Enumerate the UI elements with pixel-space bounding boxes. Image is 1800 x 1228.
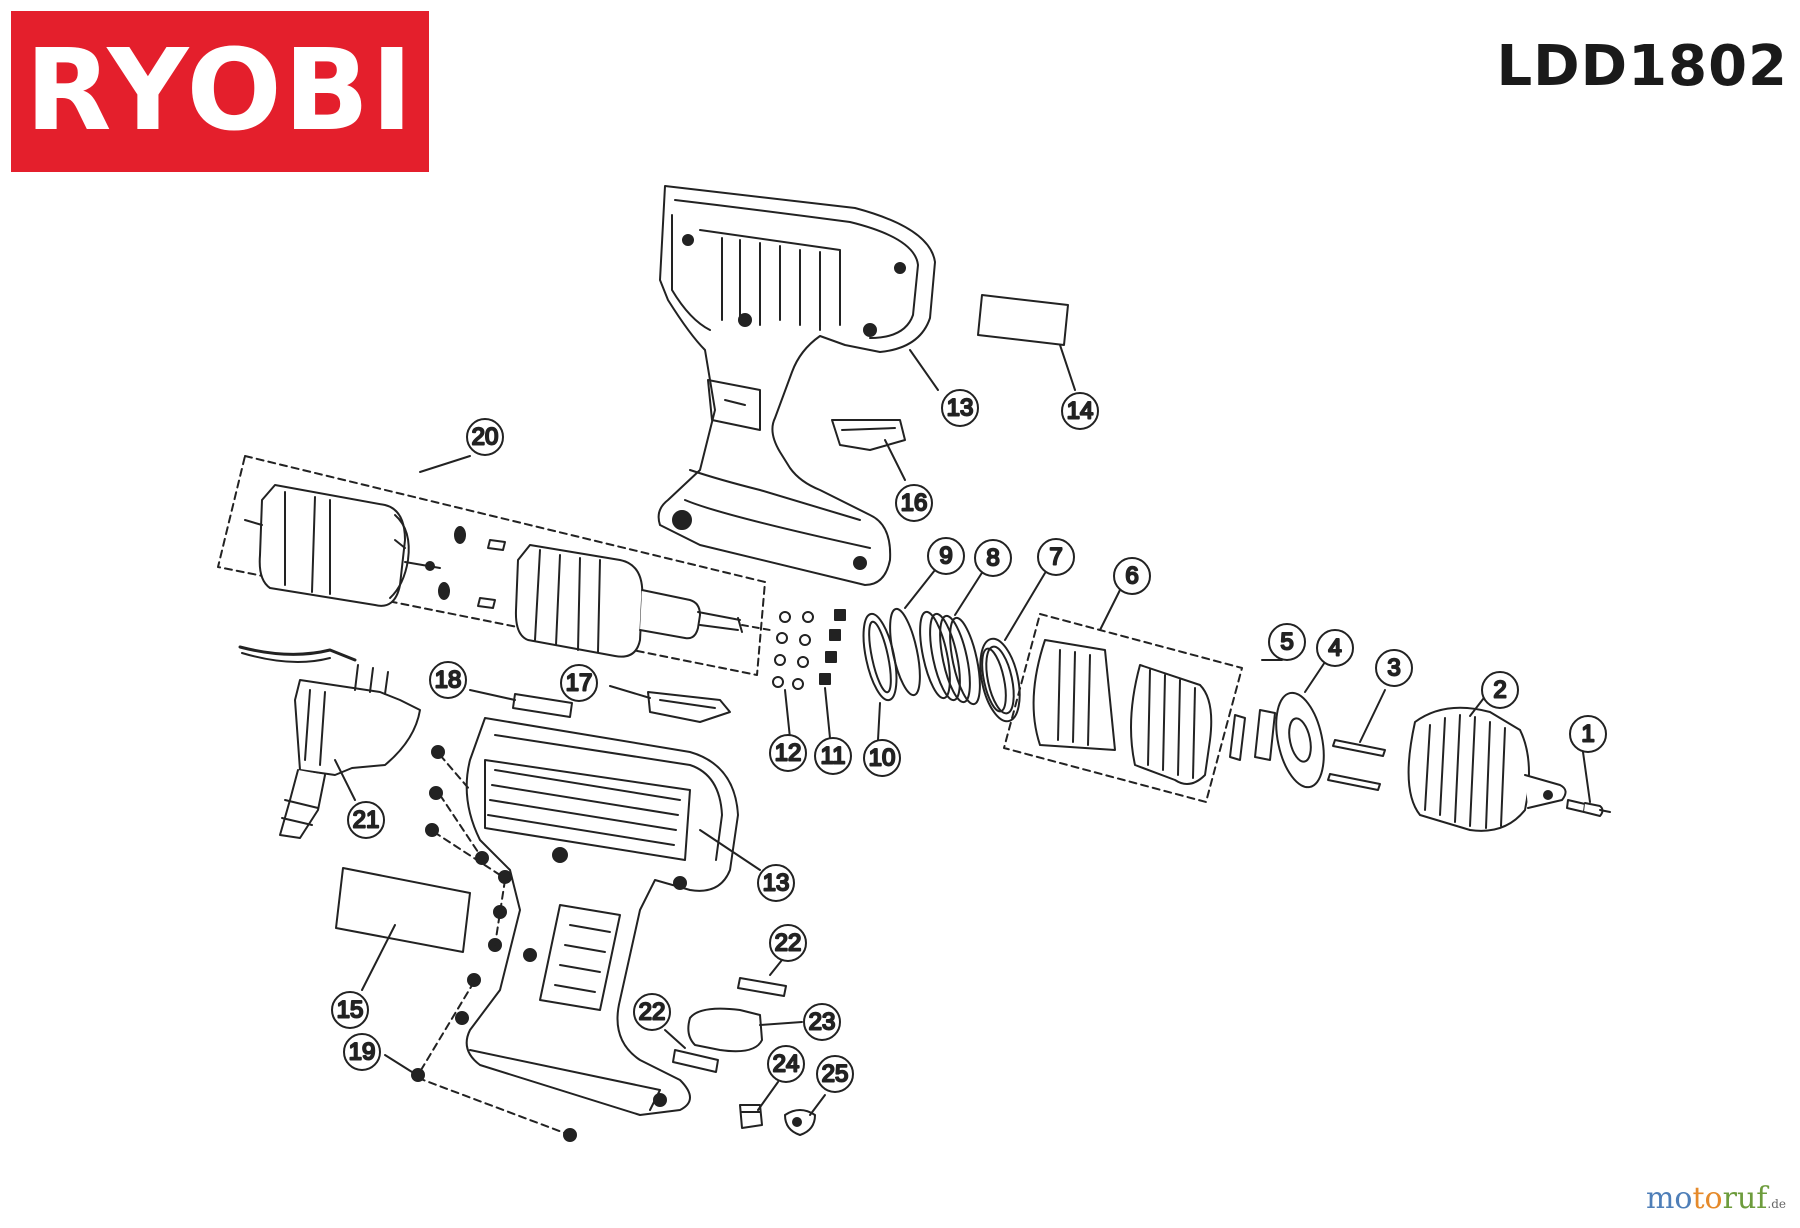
label-plate-14	[977, 294, 1069, 346]
callout-1-label: 1	[1581, 721, 1594, 748]
callout-7: 7	[1037, 538, 1075, 576]
callout-13-upper: 13	[941, 389, 979, 427]
gear-pins-11	[819, 609, 846, 685]
callout-6-label: 6	[1125, 563, 1138, 590]
forward-reverse-switch	[831, 419, 906, 451]
housing-half-lower	[465, 717, 739, 1116]
callout-25-label: 25	[822, 1061, 849, 1088]
callout-2: 2	[1481, 671, 1519, 709]
motor-screws	[438, 526, 506, 609]
motor	[244, 484, 441, 607]
callout-22-upper-label: 22	[775, 930, 802, 957]
callout-20-label: 20	[472, 424, 499, 451]
callout-15-label: 15	[337, 997, 364, 1024]
housing-half-upper	[657, 185, 936, 586]
callout-8: 8	[974, 539, 1012, 577]
callout-15: 15	[331, 991, 369, 1029]
callout-14: 14	[1061, 392, 1099, 430]
terminal-clip-24	[739, 1104, 763, 1129]
ring-gear-7	[979, 637, 1021, 723]
callout-16: 16	[895, 484, 933, 522]
callout-16-label: 16	[901, 490, 928, 517]
callout-13-upper-label: 13	[947, 395, 974, 422]
callout-12-label: 12	[775, 740, 802, 767]
led-lens-25	[784, 1109, 816, 1136]
callout-25: 25	[816, 1055, 854, 1093]
callout-13-lower: 13	[757, 864, 795, 902]
callout-9: 9	[927, 537, 965, 575]
battery-pad-23	[687, 1007, 763, 1053]
label-plate-15	[335, 867, 471, 953]
planetary-gears-12	[772, 611, 814, 690]
callout-24-label: 24	[773, 1051, 800, 1078]
callout-23-label: 23	[809, 1009, 836, 1036]
brand-name: RYOBI	[25, 26, 415, 156]
callout-10-label: 10	[869, 745, 896, 772]
callout-4: 4	[1316, 629, 1354, 667]
callout-14-label: 14	[1067, 398, 1094, 425]
callout-22-lower-label: 22	[639, 999, 666, 1026]
callout-2-label: 2	[1493, 677, 1506, 704]
callout-10: 10	[863, 739, 901, 777]
callout-22-lower: 22	[633, 993, 671, 1031]
watermark-part-1: mo	[1645, 1181, 1693, 1216]
callout-19: 19	[343, 1033, 381, 1071]
clutch-housing-6	[1032, 639, 1213, 785]
callout-5: 5	[1268, 623, 1306, 661]
callout-12: 12	[769, 734, 807, 772]
callout-22-upper: 22	[769, 924, 807, 962]
gear-housing	[514, 544, 771, 658]
callout-23: 23	[803, 1003, 841, 1041]
callout-9-label: 9	[939, 543, 952, 570]
callout-17-label: 17	[566, 670, 593, 697]
watermark-part-2: to	[1692, 1181, 1723, 1216]
callout-21: 21	[347, 801, 385, 839]
callout-11: 11	[814, 737, 852, 775]
callout-19-label: 19	[349, 1039, 376, 1066]
pad-22a	[737, 977, 787, 997]
drill-chuck-2	[1407, 706, 1567, 832]
leader-line	[909, 349, 939, 391]
motoruf-watermark: motoruf.de	[1646, 1181, 1786, 1216]
callout-8-label: 8	[986, 545, 999, 572]
callout-20: 20	[466, 418, 504, 456]
callout-3-label: 3	[1387, 655, 1400, 682]
callout-11-label: 11	[821, 743, 846, 770]
watermark-part-3: ruf	[1722, 1181, 1768, 1216]
washer-10	[862, 612, 898, 702]
callout-7-label: 7	[1049, 544, 1062, 571]
clutch-ring-4	[1254, 691, 1325, 789]
screws-3	[1327, 739, 1386, 791]
clutch-spring-5	[1229, 714, 1246, 761]
callout-4-label: 4	[1328, 635, 1341, 662]
washer-9	[889, 607, 921, 697]
callout-18-label: 18	[435, 667, 462, 694]
model-number: LDD1802	[1496, 34, 1788, 99]
callout-6: 6	[1113, 557, 1151, 595]
callout-3: 3	[1375, 649, 1413, 687]
callout-24: 24	[767, 1045, 805, 1083]
switch-assembly-21	[238, 645, 421, 839]
watermark-suffix: .de	[1767, 1197, 1786, 1211]
callout-18: 18	[429, 661, 467, 699]
ryobi-logo: RYOBI	[11, 11, 429, 172]
chuck-screw-1	[1566, 799, 1611, 817]
callout-5-label: 5	[1280, 629, 1293, 656]
housing-screws-19	[411, 745, 577, 1142]
callout-13-lower-label: 13	[763, 870, 790, 897]
spring-8	[919, 610, 981, 706]
callout-1: 1	[1569, 715, 1607, 753]
pad-22b	[672, 1049, 719, 1073]
belt-clip-17	[647, 691, 731, 723]
callout-17: 17	[560, 664, 598, 702]
callout-21-label: 21	[353, 807, 380, 834]
bit-holder-18	[512, 693, 573, 718]
